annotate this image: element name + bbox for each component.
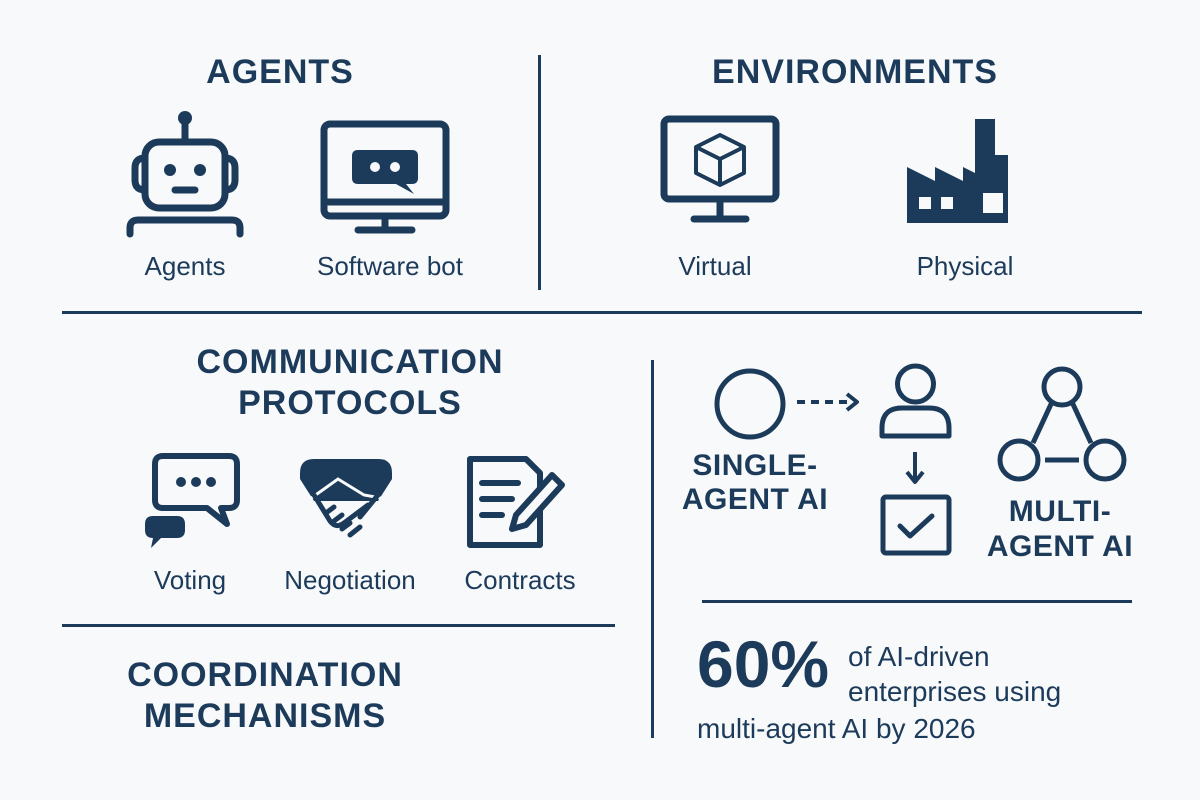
network-nodes-icon: [997, 366, 1127, 482]
environments-heading: ENVIRONMENTS: [712, 53, 998, 91]
single-agent-ai-line1: SINGLE-: [692, 449, 818, 482]
negotiation-label: Negotiation: [284, 565, 416, 595]
agents-label: Agents: [144, 251, 226, 281]
stat-text-line2: enterprises using: [848, 676, 1062, 707]
left-horizontal-divider: [62, 624, 615, 627]
coordination-heading-line2: MECHANISMS: [143, 697, 387, 735]
voting-label: Voting: [153, 565, 227, 595]
stat-value: 60%: [697, 627, 830, 701]
down-arrow-icon: [905, 452, 925, 484]
software-bot-label: Software bot: [317, 251, 463, 281]
robot-icon: [126, 111, 244, 238]
multi-agent-ai-line2: AGENT AI: [986, 530, 1134, 563]
physical-label: Physical: [916, 251, 1014, 281]
single-agent-ai-line2: AGENT AI: [681, 483, 829, 516]
contracts-label: Contracts: [464, 565, 576, 595]
single-agent-circle-icon: [714, 368, 786, 440]
monitor-chat-icon: [320, 120, 450, 234]
handshake-icon: [300, 459, 392, 538]
top-vertical-divider: [538, 55, 541, 290]
person-icon: [879, 363, 952, 439]
checkbox-icon: [880, 494, 952, 556]
stat-text-line1: of AI-driven: [848, 641, 990, 672]
agents-heading: AGENTS: [206, 53, 354, 91]
monitor-cube-icon: [660, 115, 780, 223]
chat-bubbles-icon: [145, 453, 240, 548]
factory-icon: [907, 119, 1008, 223]
virtual-label: Virtual: [678, 251, 752, 281]
communication-heading-line1: COMMUNICATION: [196, 343, 504, 381]
dashed-arrow-icon: [797, 392, 859, 412]
multi-agent-ai-line1: MULTI-: [1008, 495, 1112, 528]
communication-heading-line2: PROTOCOLS: [238, 384, 462, 422]
stat-text-line3: multi-agent AI by 2026: [697, 713, 976, 744]
coordination-heading-line1: COORDINATION: [127, 656, 403, 694]
right-horizontal-divider: [702, 600, 1132, 603]
document-pen-icon: [467, 456, 565, 548]
top-horizontal-divider: [62, 311, 1142, 314]
bottom-vertical-divider: [651, 360, 654, 738]
